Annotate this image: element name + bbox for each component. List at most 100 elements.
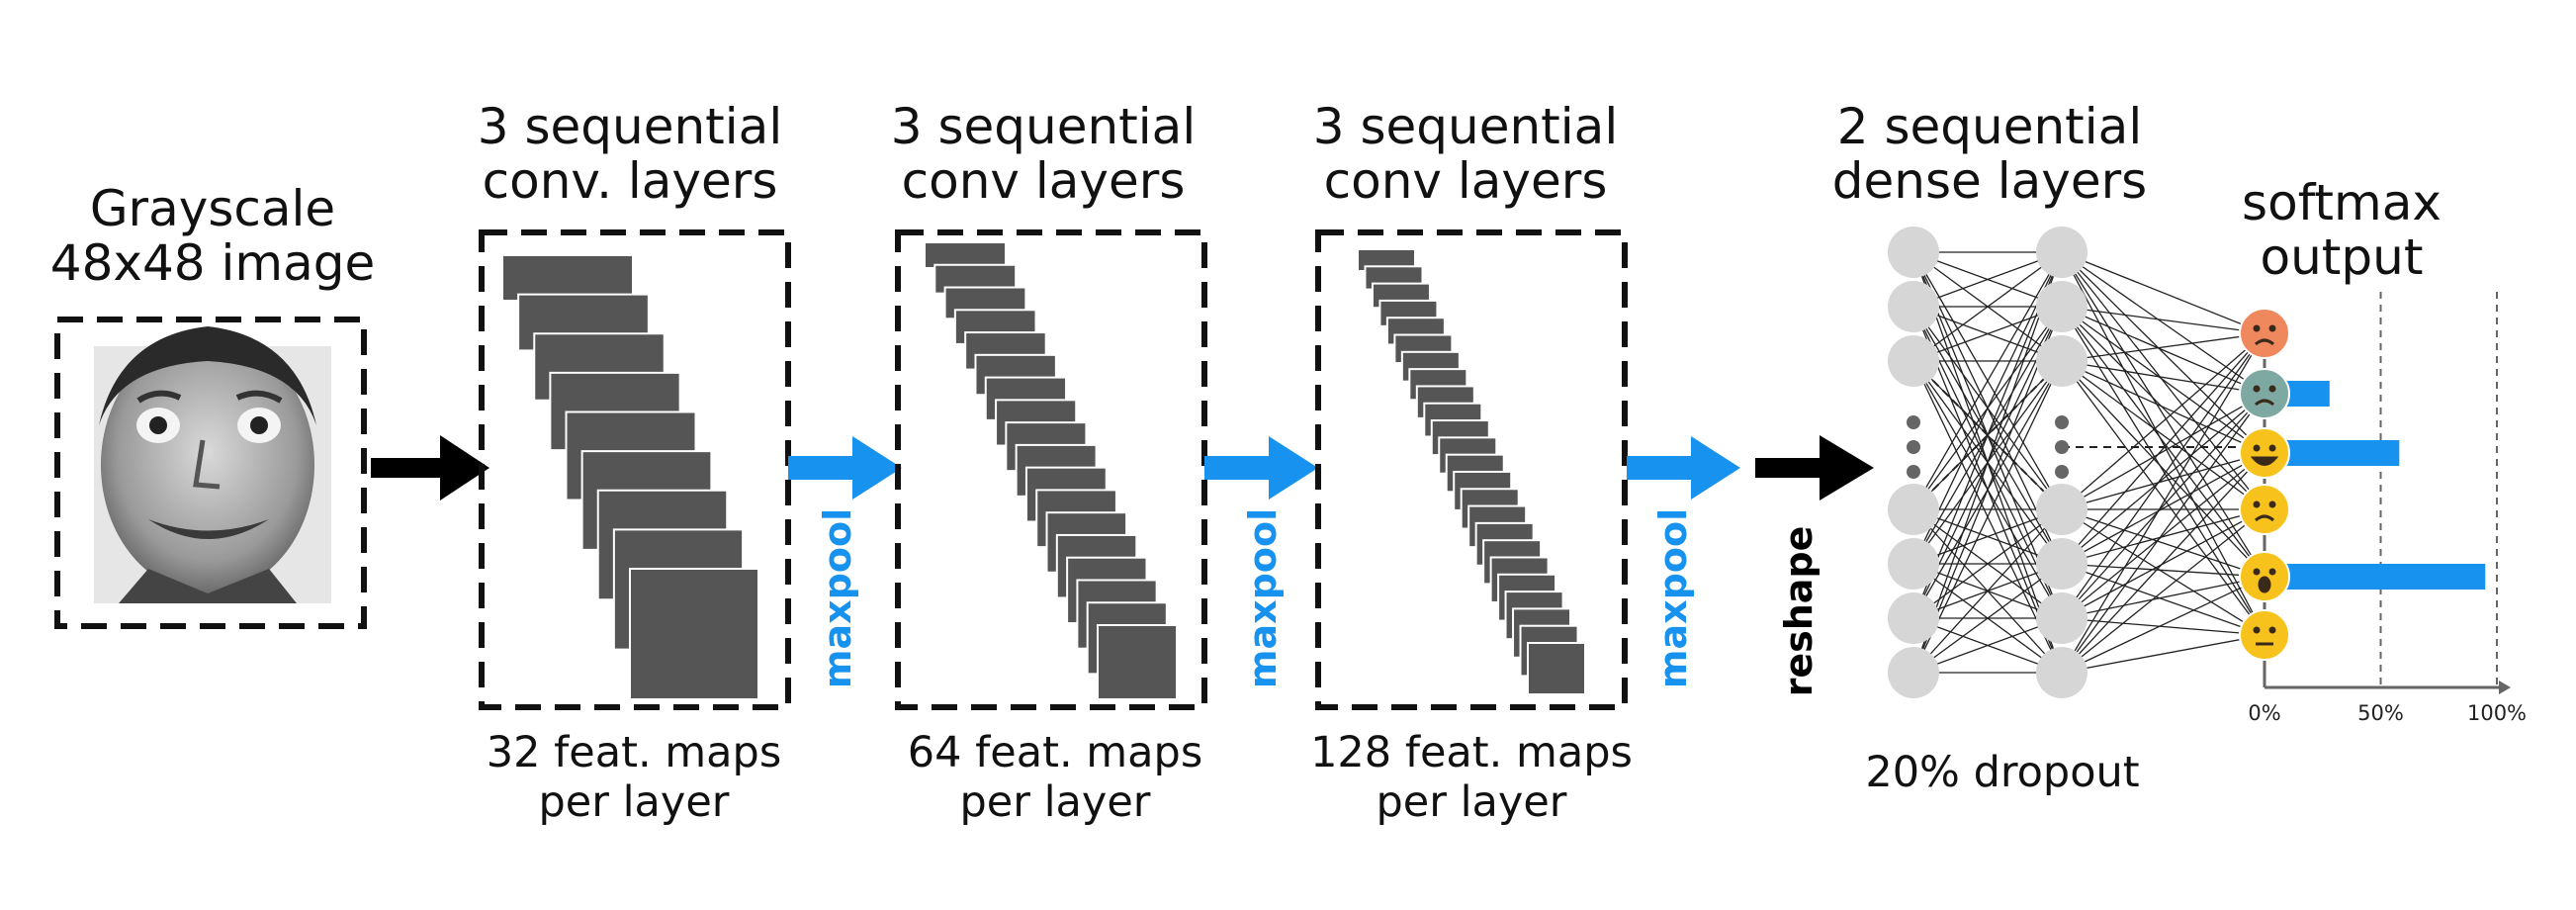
dense-layer2-neuron (2036, 647, 2087, 698)
softmax-bar-chart: 0%50%100% (2239, 292, 2527, 725)
dense-layer1-neuron (1888, 484, 1939, 535)
output-connection (2061, 452, 2265, 565)
softmax-tick-label: 100% (2467, 701, 2527, 725)
output-connection (2061, 306, 2265, 578)
output-connection (2061, 452, 2265, 510)
reshape-label: reshape (1777, 526, 1821, 697)
output-connection (2061, 393, 2265, 565)
conv1-title-line2: conv. layers (483, 152, 778, 210)
output-connection (2061, 393, 2265, 674)
dense-network (1888, 227, 2265, 698)
output-connection (2061, 393, 2265, 510)
output-connection (2061, 332, 2265, 510)
conv2-title-line1: 3 sequential (891, 98, 1196, 155)
maxpool-label-1: maxpool (816, 508, 859, 688)
conv2-feature-map (1097, 624, 1178, 700)
softmax-title-line1: softmax (2242, 174, 2442, 231)
dense-layer2-neuron (2036, 335, 2087, 387)
output-connection (2061, 360, 2265, 454)
conv1-caption-line1: 32 feat. maps (487, 728, 781, 777)
input-image-frame (54, 317, 367, 629)
output-connection (2061, 508, 2265, 674)
ellipsis-dot (1907, 415, 1920, 429)
output-connection (2061, 508, 2265, 619)
maxpool-label-3: maxpool (1651, 508, 1695, 688)
output-connection (2061, 360, 2265, 510)
output-connection (2061, 306, 2265, 334)
output-connection (2061, 360, 2265, 636)
dense-caption: 20% dropout (1865, 748, 2139, 797)
output-connection (2061, 306, 2265, 454)
output-connection (2061, 508, 2265, 565)
conv3-caption-line1: 128 feat. maps (1310, 728, 1633, 777)
conv1-caption-line2: per layer (539, 777, 730, 827)
laughing-emoji (2239, 427, 2290, 479)
ellipsis-dot (2055, 465, 2069, 479)
maxpool-arrow-3 (1627, 436, 1740, 500)
output-connection (2061, 617, 2265, 636)
conv2-feature-map (924, 241, 1007, 269)
dense-layer1-neuron (1888, 281, 1939, 332)
output-connection (2061, 576, 2265, 674)
dense-layer1-neuron (1888, 538, 1939, 590)
conv1-title-line1: 3 sequential (478, 98, 782, 155)
ellipsis-dot (2055, 415, 2069, 429)
output-connection (2061, 251, 2265, 454)
conv3-feature-map (1527, 642, 1586, 695)
ellipsis-dot (1907, 465, 1920, 479)
axis-arrowhead (2499, 681, 2511, 694)
dense-connection (1912, 251, 2063, 510)
dense-connection (1912, 508, 2063, 619)
dense-connection (1912, 508, 2063, 674)
maxpool-arrow-1 (788, 436, 902, 500)
output-connection (2061, 251, 2265, 510)
output-connection (2061, 332, 2265, 362)
conv2-caption-line1: 64 feat. maps (908, 728, 1202, 777)
dense-title-line2: dense layers (1832, 152, 2147, 210)
conv2-title-line2: conv layers (902, 152, 1186, 210)
maxpool-arrow-2 (1204, 436, 1318, 500)
input-title-line1: Grayscale (90, 180, 335, 237)
dense-dashed-link (1912, 360, 2063, 510)
output-connection (2061, 251, 2265, 334)
ellipsis-dot (1907, 440, 1920, 454)
ellipsis-dot (2055, 440, 2069, 454)
dense-layer1-neuron (1888, 335, 1939, 387)
surprised-emoji (2239, 551, 2290, 602)
fearful-emoji (2239, 368, 2290, 419)
conv1-feature-map (629, 568, 759, 700)
dense-layer1-neuron (1888, 647, 1939, 698)
dense-layer2-neuron (2036, 227, 2087, 278)
dense-dashed-link (1912, 360, 2063, 510)
dense-layer2-neuron (2036, 281, 2087, 332)
dense-layer2-neuron (2036, 484, 2087, 535)
dense-layer1-neuron (1888, 592, 1939, 644)
conv1-block-frame (479, 229, 791, 710)
dense-layer2-neuron (2036, 592, 2087, 644)
softmax-tick-label: 50% (2357, 701, 2404, 725)
sad-emoji (2239, 484, 2290, 535)
output-connection (2061, 251, 2265, 636)
output-connection (2061, 508, 2265, 578)
output-connection (2061, 393, 2265, 619)
conv3-title-line1: 3 sequential (1313, 98, 1618, 155)
conv1-feature-map-stack (501, 254, 759, 700)
dense-connection (1912, 617, 2063, 674)
conv3-caption-line2: per layer (1377, 777, 1567, 827)
conv2-feature-map-stack (924, 241, 1178, 700)
output-connection (2061, 360, 2265, 395)
output-connection (2061, 332, 2265, 674)
conv3-block-frame (1315, 229, 1628, 710)
dense-connection (1912, 563, 2063, 674)
output-connection (2061, 452, 2265, 674)
input-title-line2: 48x48 image (50, 234, 375, 292)
output-connection (2061, 306, 2265, 510)
dense-layer1-neuron (1888, 227, 1939, 278)
output-connection (2061, 452, 2265, 619)
output-connection (2061, 332, 2265, 619)
reshape-arrow (1755, 435, 1874, 500)
neutral-emoji (2239, 609, 2290, 661)
conv3-title-line2: conv layers (1324, 152, 1608, 210)
softmax-bar (2265, 564, 2486, 590)
